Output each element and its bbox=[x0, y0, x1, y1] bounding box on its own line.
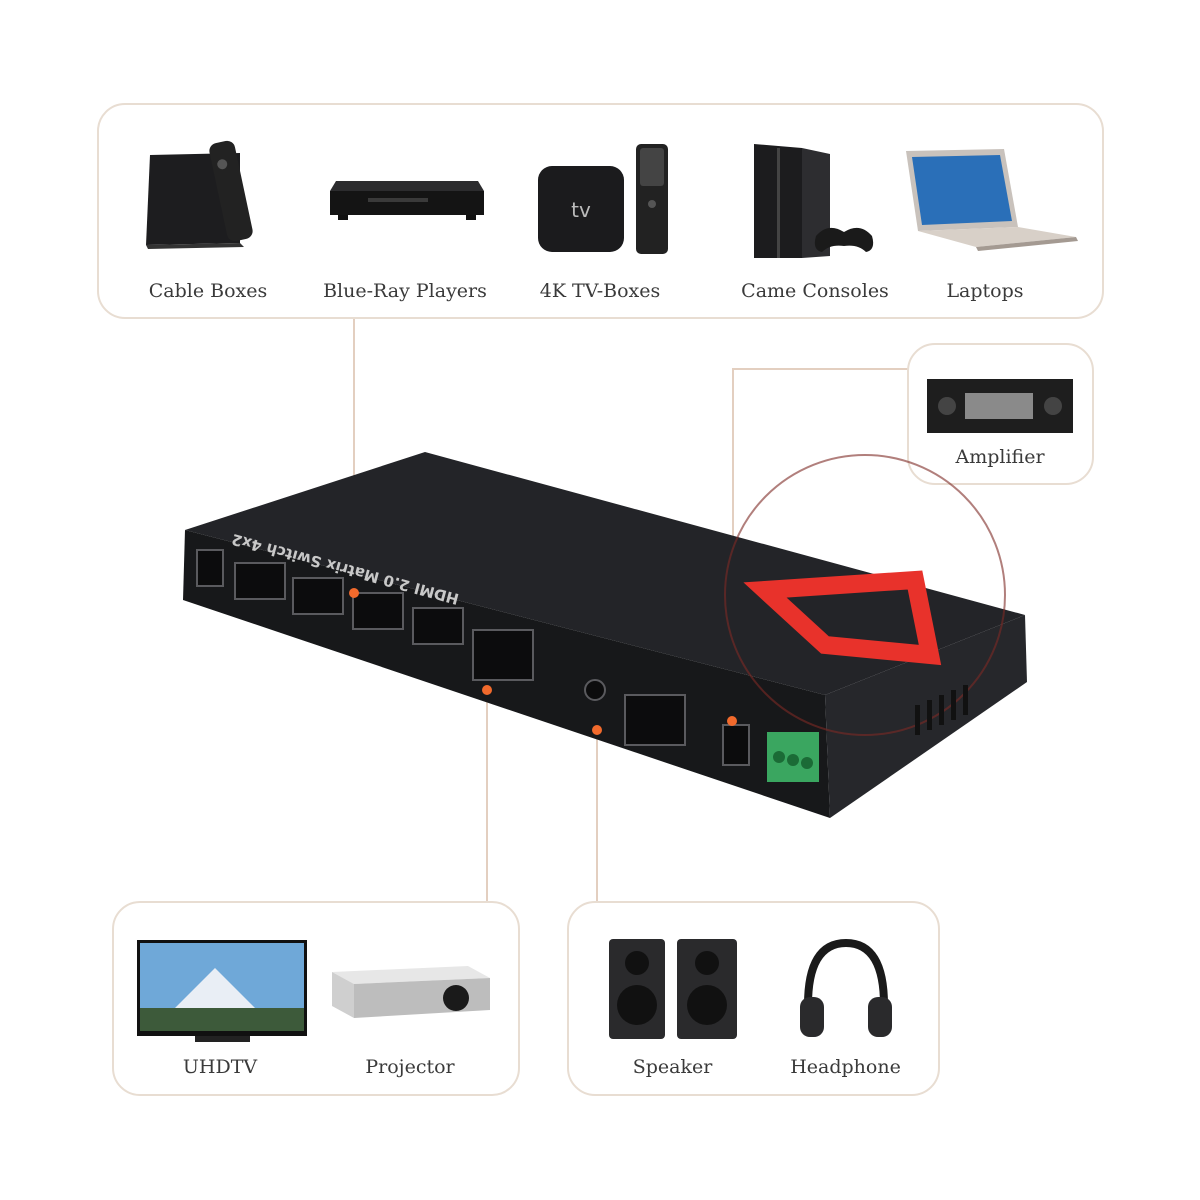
headphone-icon bbox=[796, 935, 896, 1045]
connector-line-video bbox=[486, 690, 488, 902]
speaker-icon bbox=[605, 935, 745, 1045]
source-label-cable-boxes: Cable Boxes bbox=[148, 280, 268, 302]
game-console-icon bbox=[750, 140, 885, 265]
connector-dot-hdmi-out bbox=[482, 685, 492, 695]
headphone-label: Headphone bbox=[790, 1056, 901, 1078]
connector-line-audio bbox=[596, 730, 598, 902]
tv-box-icon: tv bbox=[536, 140, 676, 255]
uhdtv-label: UHDTV bbox=[182, 1056, 258, 1078]
cable-box-icon bbox=[140, 135, 275, 250]
connector-line-sources bbox=[353, 318, 355, 593]
connector-dot-audio bbox=[592, 725, 602, 735]
projector-label: Projector bbox=[365, 1056, 455, 1078]
laptop-icon bbox=[900, 145, 1080, 260]
amplifier-icon bbox=[925, 375, 1075, 437]
source-label-laptops: Laptops bbox=[946, 280, 1024, 302]
svg-text:tv: tv bbox=[571, 198, 591, 222]
uhdtv-icon bbox=[135, 938, 310, 1048]
speaker-label: Speaker bbox=[632, 1056, 713, 1078]
source-label-game-consoles: Came Consoles bbox=[741, 280, 889, 302]
source-label-tv-boxes: 4K TV-Boxes bbox=[539, 280, 661, 302]
amplifier-label: Amplifier bbox=[955, 446, 1045, 468]
projector-icon bbox=[328, 962, 493, 1022]
bluray-player-icon bbox=[328, 175, 486, 225]
matrix-switch bbox=[175, 450, 1035, 820]
connector-dot-spdif bbox=[727, 716, 737, 726]
connector-dot-input bbox=[349, 588, 359, 598]
source-label-bluray: Blue-Ray Players bbox=[323, 280, 487, 302]
connector-line-amplifier bbox=[732, 368, 909, 370]
